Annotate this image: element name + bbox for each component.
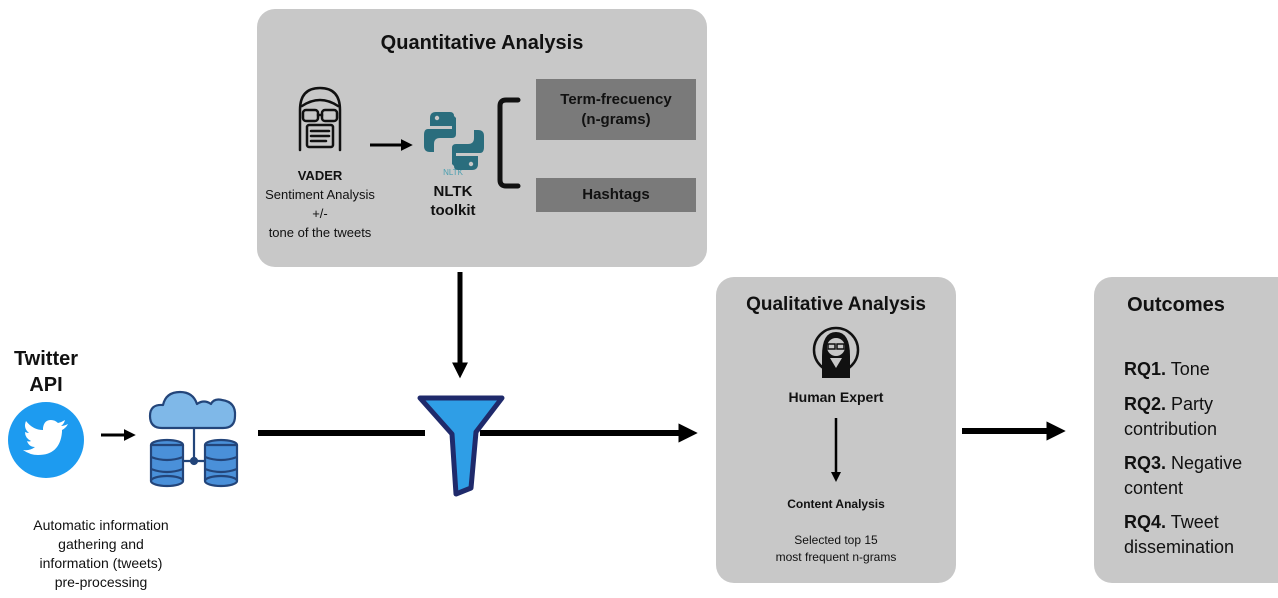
term-frequency-line2: (n-grams) [581, 110, 651, 128]
vader-title: VADER [297, 168, 343, 183]
nltk-python-icon [424, 112, 484, 170]
outcome-rq3-text1: Negative [1171, 453, 1243, 473]
source-caption-line1: Automatic information [33, 517, 169, 533]
twitter-api-line1: Twitter [13, 348, 79, 370]
term-frequency-line1: Term-frecuency [560, 90, 672, 108]
quantitative-title: Quantitative Analysis [380, 32, 584, 54]
outcome-rq3-text2: content [1124, 478, 1184, 498]
outcome-rq3: RQ3. Negative content [1124, 451, 1242, 501]
vader-desc-line2: +/- [312, 206, 328, 221]
outcome-rq1-code: RQ1. [1124, 359, 1167, 379]
twitter-api-title: Twitter API [0, 346, 92, 398]
cloud-database-icon [148, 390, 239, 488]
nltk-label-line1: NLTK [433, 183, 473, 200]
qualitative-note-line1: Selected top 15 [794, 533, 878, 547]
human-expert-icon [812, 326, 860, 378]
source-caption: Automatic information gathering and info… [0, 516, 202, 592]
outcome-rq3-code: RQ3. [1124, 453, 1167, 473]
source-caption-line3: information (tweets) [39, 555, 163, 571]
hashtags-box: Hashtags [536, 178, 696, 212]
outcomes-title: Outcomes [1127, 294, 1225, 316]
nltk-block: NLTK toolkit [408, 182, 498, 220]
qualitative-title: Qualitative Analysis [746, 294, 926, 315]
outcome-rq4-text2: dissemination [1124, 537, 1235, 557]
outcome-rq4: RQ4. Tweet dissemination [1124, 510, 1234, 560]
term-frequency-box: Term-frecuency (n-grams) [536, 79, 696, 140]
source-caption-line2: gathering and [58, 536, 144, 552]
outcomes-panel [1094, 277, 1278, 583]
human-expert-label: Human Expert [788, 389, 884, 405]
content-analysis-label: Content Analysis [787, 497, 885, 511]
outcome-rq2-text1: Party [1171, 394, 1214, 414]
outcome-rq1-text: Tone [1170, 359, 1210, 379]
qualitative-note: Selected top 15 most frequent n-grams [716, 532, 956, 566]
outcome-rq2-code: RQ2. [1124, 394, 1167, 414]
outcome-rq2: RQ2. Party contribution [1124, 392, 1217, 442]
vader-desc-line3: tone of the tweets [268, 225, 372, 240]
bracket-icon [497, 97, 521, 189]
twitter-icon [8, 402, 84, 478]
twitter-api-line2: API [29, 374, 63, 396]
qualitative-note-line2: most frequent n-grams [775, 550, 897, 564]
outcome-rq2-text2: contribution [1124, 419, 1218, 439]
nltk-logo-label: NLTK [443, 168, 463, 177]
vader-block: VADER Sentiment Analysis +/- tone of the… [250, 166, 390, 242]
outcome-rq4-code: RQ4. [1124, 512, 1167, 532]
vader-icon [298, 86, 342, 152]
vader-desc-line1: Sentiment Analysis [265, 187, 375, 202]
outcome-rq4-text1: Tweet [1170, 512, 1219, 532]
nltk-label-line2: toolkit [430, 202, 476, 219]
funnel-icon [417, 395, 505, 497]
source-caption-line4: pre-processing [54, 574, 148, 590]
outcome-rq1: RQ1. Tone [1124, 357, 1210, 382]
